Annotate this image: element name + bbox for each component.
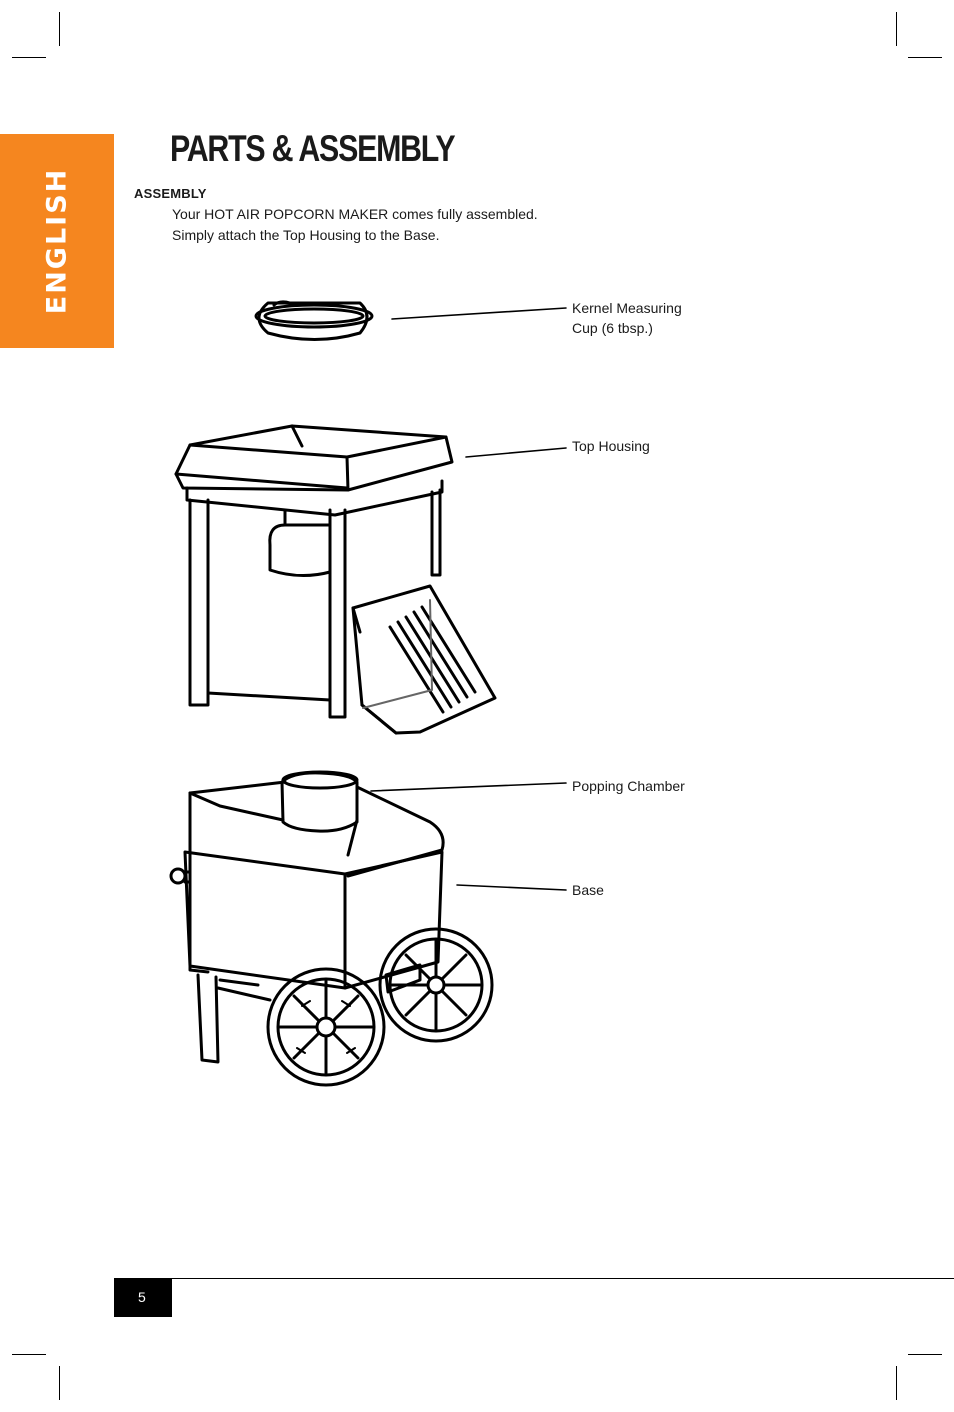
body-text-line-1: Your HOT AIR POPCORN MAKER comes fully a… (172, 206, 538, 222)
callout-leader-lines (370, 307, 567, 891)
page-number: 5 (138, 1289, 146, 1305)
base-drawing (169, 770, 494, 1087)
callout-base: Base (572, 882, 604, 898)
language-tab: ENGLISH (0, 134, 114, 348)
crop-mark (908, 57, 942, 58)
top-housing-drawing (174, 424, 497, 735)
body-text-line-2: Simply attach the Top Housing to the Bas… (172, 227, 440, 243)
crop-mark (12, 1354, 46, 1355)
section-heading: ASSEMBLY (134, 186, 207, 201)
callout-kernel-cup-line-2: Cup (6 tbsp.) (572, 320, 653, 336)
crop-mark (59, 1366, 60, 1400)
kernel-measuring-cup-drawing (254, 300, 374, 341)
crop-mark (12, 57, 46, 58)
callout-top-housing: Top Housing (572, 438, 650, 454)
crop-mark (896, 1366, 897, 1400)
crop-mark (59, 12, 60, 46)
page-title: PARTS & ASSEMBLY (170, 128, 456, 169)
footer-rule (114, 1278, 954, 1279)
crop-mark (908, 1354, 942, 1355)
callout-popping-chamber: Popping Chamber (572, 778, 685, 794)
callout-kernel-measuring-cup: Kernel Measuring Cup (6 tbsp.) (572, 298, 682, 338)
page-number-box: 5 (114, 1278, 172, 1317)
callout-kernel-cup-line-1: Kernel Measuring (572, 300, 682, 316)
crop-mark (896, 12, 897, 46)
